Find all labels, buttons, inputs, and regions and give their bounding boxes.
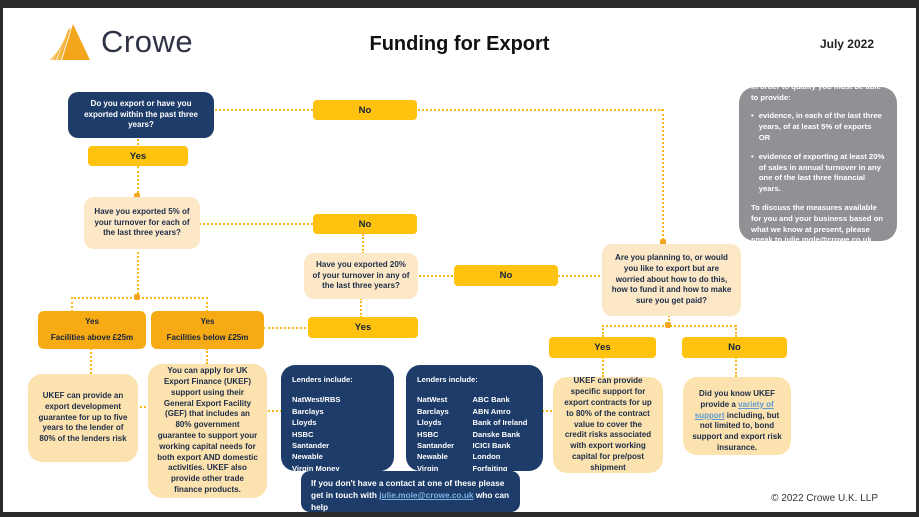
lender-item: Santander (417, 440, 455, 450)
lender-item: Santander (292, 440, 330, 450)
answer-yes-3: Yes (549, 337, 656, 358)
connector-q2-no2 (199, 223, 313, 225)
connector-yes-above-edg (90, 348, 92, 374)
connector-q1-yes1 (137, 136, 139, 148)
junction-dot-q4-top (660, 239, 666, 245)
connector-q3-no3 (416, 275, 456, 277)
answer-yes-1: Yes (88, 146, 188, 166)
page-date: July 2022 (819, 37, 874, 51)
connector-q3-yes2 (360, 298, 362, 318)
lender-item: Barclays (292, 406, 324, 416)
connector-no2-q3 (362, 234, 364, 254)
lender-item: Newable (292, 452, 323, 462)
connector-branch2-no4 (735, 325, 737, 337)
lenders-heading: Lenders include: (417, 375, 478, 384)
bullet-icon: • (751, 151, 754, 161)
page-title: Funding for Export (369, 33, 550, 55)
junction-dot-q2-top (134, 193, 140, 199)
qualify-bullet-2: evidence of exporting at least 20% of sa… (758, 151, 885, 194)
lender-item: Lloyds (417, 418, 442, 428)
question-planning-to-export: Are you planning to, or would you like t… (602, 244, 741, 316)
qualify-email: julie.mole@crowe.co.uk (784, 235, 872, 245)
connector-q4-branch (668, 315, 670, 325)
question-exported-5-percent: Have you exported 5% of your turnover fo… (84, 197, 200, 249)
answer-yes-facilities-below: Yes Facilities below £25m (151, 311, 264, 349)
lender-item: HSBC (292, 429, 314, 439)
answer-no-4: No (682, 337, 787, 358)
connector-q2-branch (137, 247, 139, 298)
lender-item: ABC Bank (472, 395, 510, 405)
qualification-note: In order to qualify you must be able to … (739, 82, 897, 245)
facilities-above-label: Facilities above £25m (50, 332, 134, 342)
crowe-wordmark: Crowe (101, 24, 194, 59)
didyouknow-post: including, but not limited to, bond supp… (692, 410, 782, 452)
copyright-notice: © 2022 Crowe U.K. LLP (771, 493, 878, 504)
connector-gef-lenders1 (265, 410, 282, 412)
connector-yesbelow-yes2 (263, 327, 310, 329)
lender-item: NatWest (417, 395, 448, 405)
lender-item: Barclays (417, 406, 449, 416)
connector-q1-no1 (212, 109, 313, 111)
answer-yes-facilities-above: Yes Facilities above £25m (38, 311, 146, 349)
connector-branch2-yes3 (602, 325, 604, 337)
answer-no-2: No (313, 214, 417, 234)
connector-branch-yes-below (206, 297, 208, 312)
connector-yes1-q2 (137, 166, 139, 197)
question-do-you-export: Do you export or have you exported withi… (68, 92, 214, 138)
yes-label: Yes (85, 317, 99, 327)
connector-yes-below-gef (206, 348, 208, 364)
lender-item: London Forfaiting (472, 452, 508, 473)
lender-item: Bank of Ireland (472, 418, 528, 428)
connector-lenders2-ukef (542, 410, 556, 412)
qualify-outro: To discuss the measures available for yo… (751, 202, 883, 245)
lender-item: Danske Bank (472, 429, 521, 439)
didyouknow-pre: Did you know UKEF provide a (699, 389, 775, 409)
connector-no1-right (415, 109, 663, 111)
variety-of-support-link[interactable]: variety of support (694, 399, 774, 420)
connector-no3-q4 (558, 275, 604, 277)
connector-no4-didyouknow (735, 357, 737, 377)
lender-item: ICICI Bank (472, 440, 511, 450)
crowe-logo: Crowe (49, 22, 193, 62)
contact-text-pre: If you don't have a contact at one of th… (311, 478, 505, 501)
lenders-column-2: ABC Bank ABN Amro Bank of Ireland Danske… (473, 394, 532, 485)
connector-branch-yes-above (71, 297, 73, 312)
bullet-icon: • (751, 111, 754, 121)
contact-email-link[interactable]: julie.mole@crowe.co.uk (379, 490, 474, 501)
info-ukef-export-development-guarantee: UKEF can provide an export development g… (28, 374, 138, 462)
lenders-heading: Lenders include: (292, 375, 353, 384)
answer-no-3: No (454, 265, 558, 286)
lender-item: Virgin Money (292, 463, 340, 473)
lender-item: Newable (417, 452, 448, 462)
junction-dot-branch-left (134, 294, 140, 300)
lenders-list-1: Lenders include: NatWest/RBS Barclays Ll… (281, 365, 394, 473)
lender-item: Lloyds (292, 418, 317, 428)
lender-item: HSBC (417, 429, 439, 439)
crowe-mountain-icon (50, 24, 90, 60)
junction-dot-branch2 (665, 322, 671, 328)
yes-label: Yes (200, 317, 215, 327)
facilities-below-label: Facilities below £25m (166, 332, 249, 342)
answer-yes-2: Yes (308, 317, 418, 338)
question-exported-20-percent: Have you exported 20% of your turnover i… (304, 253, 418, 299)
qualify-bullet-1: evidence, in each of the last three year… (758, 111, 882, 143)
answer-no-1: No (313, 100, 417, 120)
lender-item: ABN Amro (472, 406, 511, 416)
info-ukef-specific-support: UKEF can provide specific support for ex… (553, 376, 663, 473)
lender-item: NatWest/RBS (292, 395, 341, 405)
qualify-intro: In order to qualify you must be able to … (751, 81, 881, 102)
connector-yes3-ukefspecific (602, 357, 604, 377)
lenders-list-2: Lenders include: NatWest Barclays Lloyds… (406, 365, 543, 484)
connector-edg-gef (136, 406, 150, 408)
info-did-you-know: Did you know UKEF provide a variety of s… (683, 377, 791, 455)
contact-note: If you don't have a contact at one of th… (301, 471, 520, 512)
info-ukef-general-export-facility: You can apply for UK Export Finance (UKE… (148, 364, 267, 498)
contact-text-post: who can help (311, 490, 510, 513)
connector-no1-down-q4 (662, 109, 664, 244)
